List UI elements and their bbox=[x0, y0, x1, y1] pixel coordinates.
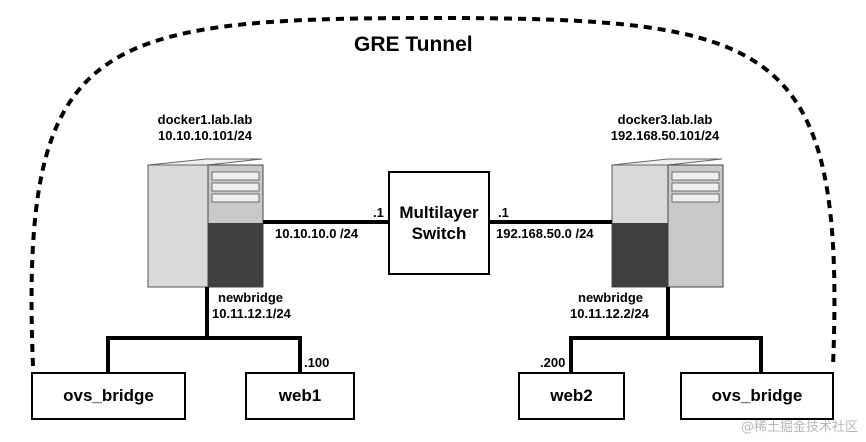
diagram-title: GRE Tunnel bbox=[354, 33, 473, 56]
link-left-bridge-bus bbox=[106, 336, 302, 372]
left-host-ip: 10.10.10.101/24 bbox=[158, 128, 252, 143]
right-gateway-label: .1 bbox=[498, 205, 509, 220]
web2-ip-label: .200 bbox=[540, 355, 566, 370]
web1-node: web1 bbox=[245, 372, 355, 420]
left-bridge-name: newbridge bbox=[218, 290, 284, 305]
left-host-name: docker1.lab.lab bbox=[157, 112, 253, 127]
left-bridge-ip: 10.11.12.1/24 bbox=[212, 306, 291, 321]
web2-node: web2 bbox=[518, 372, 625, 420]
left-subnet-label: 10.10.10.0 /24 bbox=[275, 226, 359, 241]
right-bridge-name: newbridge bbox=[578, 290, 644, 305]
right-host-name: docker3.lab.lab bbox=[617, 112, 713, 127]
link-right-bridge-bus bbox=[569, 336, 763, 372]
switch-label-line1: Multilayer bbox=[399, 203, 479, 222]
docker1-server-icon bbox=[147, 158, 264, 288]
right-host-ip: 192.168.50.101/24 bbox=[610, 128, 720, 143]
right-bridge-ip: 10.11.12.2/24 bbox=[570, 306, 649, 321]
right-ovs-bridge-node: ovs_bridge bbox=[680, 372, 834, 420]
right-ovs-bridge-label: ovs_bridge bbox=[711, 386, 803, 405]
left-ovs-bridge-node: ovs_bridge bbox=[31, 372, 186, 420]
docker3-server-icon bbox=[611, 158, 724, 288]
gre-tunnel-arc bbox=[29, 15, 837, 367]
right-subnet-label: 192.168.50.0 /24 bbox=[496, 226, 594, 241]
left-ovs-bridge-label: ovs_bridge bbox=[63, 386, 154, 405]
web2-label: web2 bbox=[550, 386, 593, 405]
web1-ip-label: .100 bbox=[304, 355, 330, 370]
web1-label: web1 bbox=[278, 386, 322, 405]
watermark: @稀土掘金技术社区 bbox=[740, 420, 858, 435]
multilayer-switch: Multilayer Switch bbox=[388, 171, 490, 275]
switch-label-line2: Switch bbox=[411, 224, 467, 243]
left-gateway-label: .1 bbox=[373, 205, 384, 220]
